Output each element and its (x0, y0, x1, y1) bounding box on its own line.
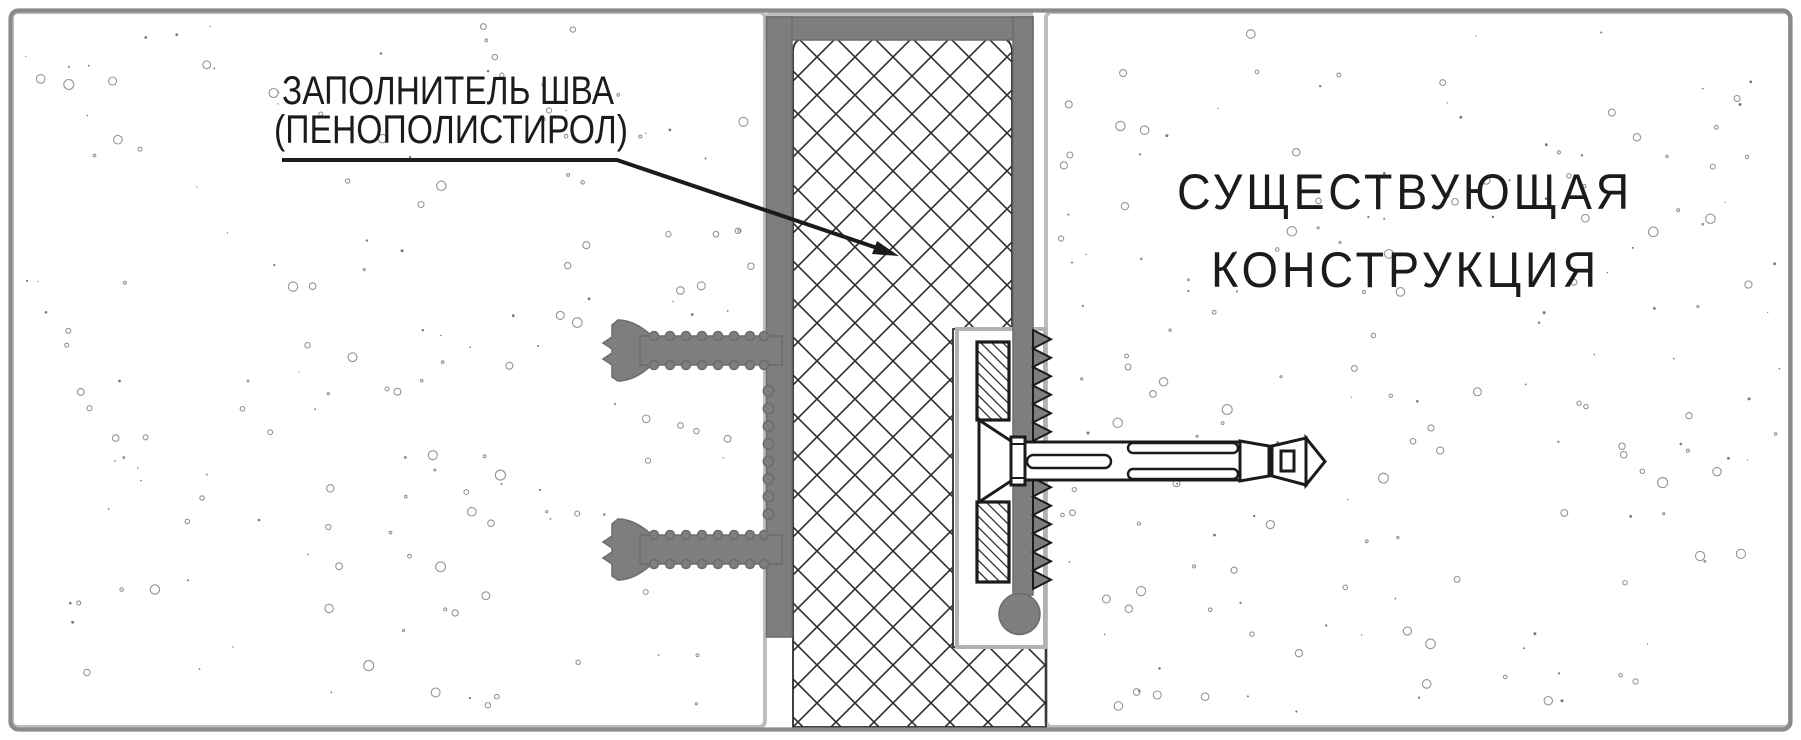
anchor-slot-center (1025, 453, 1113, 470)
drawing-border (8, 8, 1793, 732)
label-existing-structure-line2: КОНСТРУКЦИЯ (1211, 242, 1600, 298)
right-structure-block (1044, 10, 1792, 729)
anchor-slot-lower (1126, 467, 1240, 481)
profile-left-leg-scallops (762, 385, 775, 521)
profile-left-leg (765, 16, 793, 638)
anchor-tip-point (1304, 433, 1327, 490)
label-existing-structure: СУЩЕСТВУЮЩАЯ КОНСТРУКЦИЯ (1177, 164, 1633, 298)
right-block-speckle-texture (1057, 29, 1781, 713)
label-joint-filler-line1: ЗАПОЛНИТЕЛЬ ШВА (282, 69, 614, 113)
anchor-assembly (975, 340, 1327, 584)
anchor-slot-upper (1126, 441, 1240, 455)
anchor-tip-neck (1238, 439, 1271, 483)
label-existing-structure-line1: СУЩЕСТВУЮЩАЯ (1177, 164, 1633, 220)
label-joint-filler-line2: (ПЕНОПОЛИСТИРОЛ) (274, 108, 628, 152)
profile-ball-end (998, 592, 1041, 636)
label-joint-filler: ЗАПОЛНИТЕЛЬ ШВА (ПЕНОПОЛИСТИРОЛ) (274, 69, 628, 152)
anchor-collar-lines (1011, 443, 1025, 479)
profile-top-edge-highlight (766, 12, 1033, 18)
left-block-speckle-texture (25, 23, 755, 709)
profile-top-cap (765, 16, 1034, 41)
profile-right-leg (1012, 16, 1034, 596)
leader-arrow (282, 158, 899, 256)
anchor-tip-nub (1279, 449, 1296, 473)
anchor-plate-upper (975, 340, 1011, 422)
anchor-plate-lower (975, 500, 1011, 584)
